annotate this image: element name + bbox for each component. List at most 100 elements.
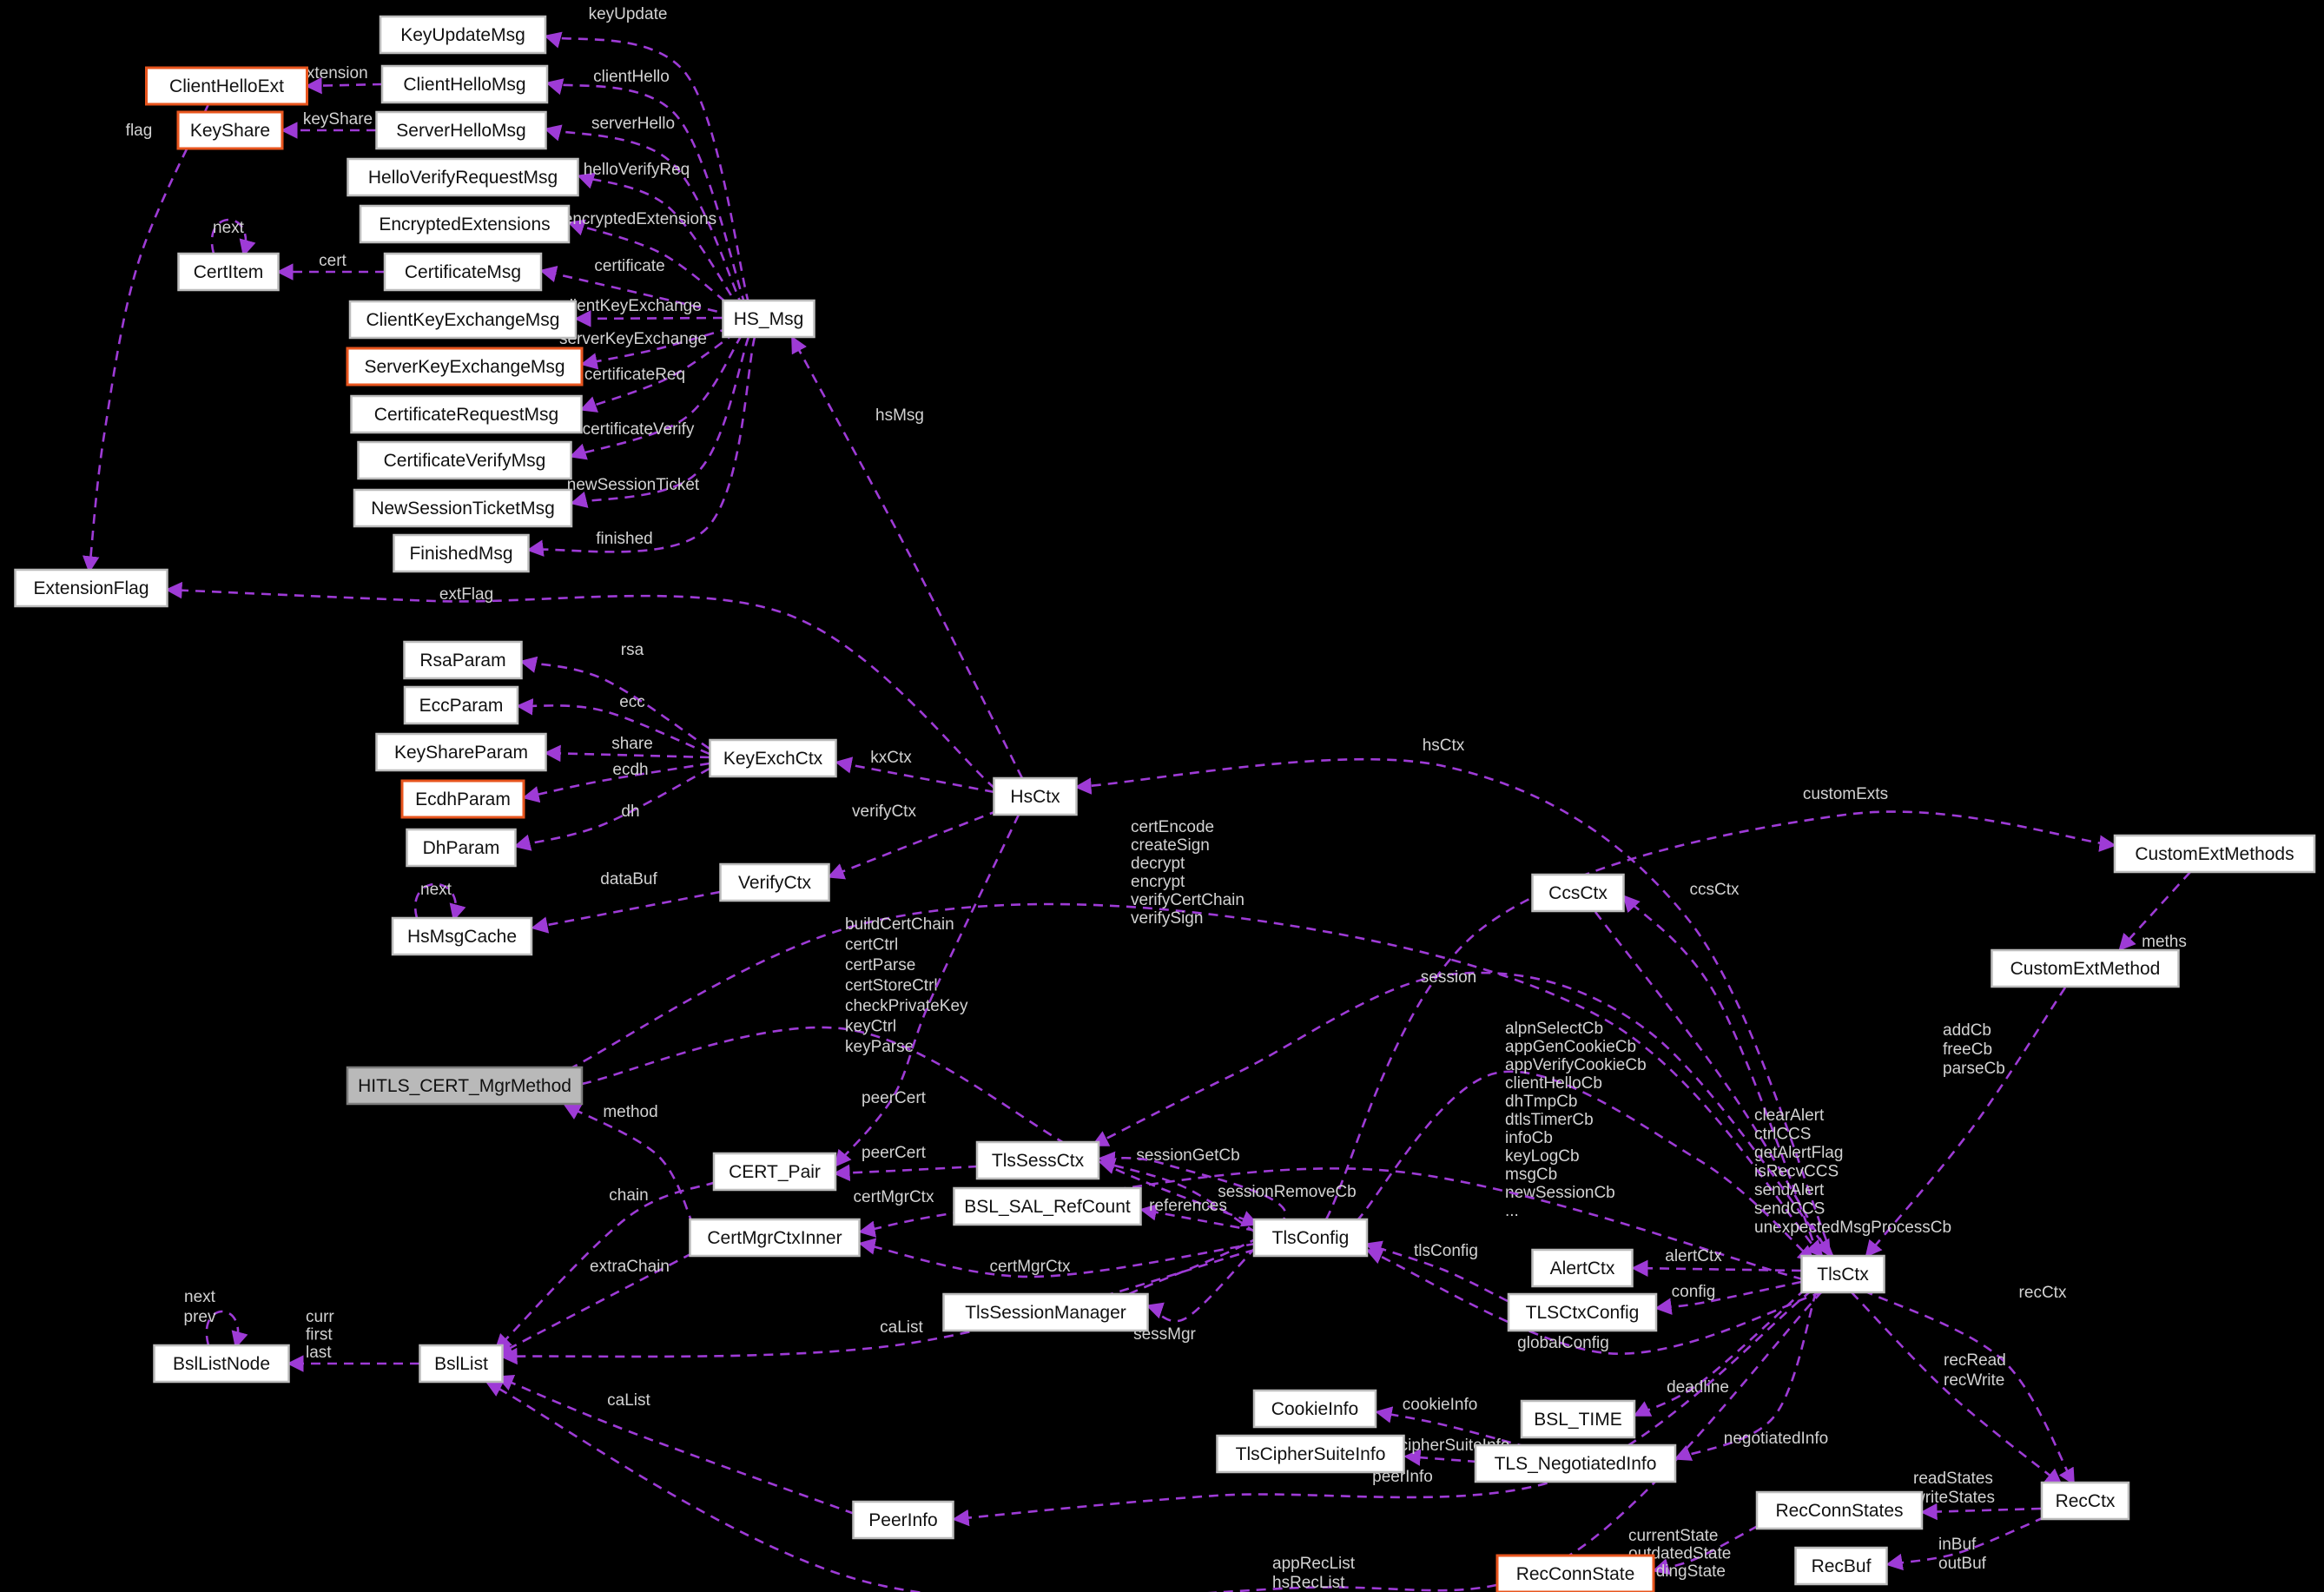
node-RsaParam-box[interactable] <box>403 640 523 680</box>
node-CcsCtx[interactable]: CcsCtx <box>1531 873 1625 913</box>
node-BSL_TIME[interactable]: BSL_TIME <box>1520 1399 1636 1439</box>
node-HelloVerifyRequestMsg[interactable]: HelloVerifyRequestMsg <box>347 157 579 197</box>
node-CertItem[interactable]: CertItem <box>177 252 280 292</box>
node-CcsCtx-box[interactable] <box>1531 873 1625 913</box>
node-HITLS_CERT_MgrMethod-box[interactable] <box>346 1066 584 1106</box>
node-CertificateMsg[interactable]: CertificateMsg <box>383 252 543 292</box>
node-NewSessionTicketMsg[interactable]: NewSessionTicketMsg <box>353 488 573 528</box>
node-RecCtx[interactable]: RecCtx <box>2040 1481 2130 1521</box>
node-CookieInfo-box[interactable] <box>1252 1389 1377 1429</box>
node-KeyUpdateMsg[interactable]: KeyUpdateMsg <box>379 15 547 55</box>
node-KeyShare-box[interactable] <box>176 110 284 150</box>
node-DhParam[interactable]: DhParam <box>406 828 517 868</box>
node-CertificateVerifyMsg[interactable]: CertificateVerifyMsg <box>357 440 572 480</box>
node-ExtensionFlag-box[interactable] <box>14 568 168 608</box>
node-KeyShareParam-box[interactable] <box>375 732 547 772</box>
node-RecBuf[interactable]: RecBuf <box>1794 1546 1888 1586</box>
node-ServerHelloMsg-box[interactable] <box>375 110 547 150</box>
node-TlsSessCtx[interactable]: TlsSessCtx <box>975 1140 1100 1180</box>
node-RecBuf-box[interactable] <box>1794 1546 1888 1586</box>
node-AlertCtx[interactable]: AlertCtx <box>1531 1248 1634 1288</box>
node-ClientHelloExt[interactable]: ClientHelloExt <box>145 66 308 106</box>
node-HelloVerifyRequestMsg-box[interactable] <box>347 157 579 197</box>
node-TlsConfig-box[interactable] <box>1252 1218 1369 1258</box>
node-ServerHelloMsg[interactable]: ServerHelloMsg <box>375 110 547 150</box>
node-ClientHelloExt-box[interactable] <box>145 66 308 106</box>
node-TlsSessionManager-box[interactable] <box>942 1292 1149 1332</box>
node-KeyExchCtx[interactable]: KeyExchCtx <box>709 738 837 778</box>
node-CERT_Pair-box[interactable] <box>712 1152 837 1192</box>
node-TlsCipherSuiteInfo-box[interactable] <box>1216 1434 1405 1474</box>
node-DhParam-box[interactable] <box>406 828 517 868</box>
node-TlsCipherSuiteInfo[interactable]: TlsCipherSuiteInfo <box>1216 1434 1405 1474</box>
node-TlsSessCtx-box[interactable] <box>975 1140 1100 1180</box>
node-ClientKeyExchangeMsg[interactable]: ClientKeyExchangeMsg <box>348 300 578 340</box>
node-ClientHelloMsg[interactable]: ClientHelloMsg <box>380 64 549 104</box>
node-CustomExtMethods-box[interactable] <box>2113 834 2316 874</box>
node-KeyShare[interactable]: KeyShare <box>176 110 284 150</box>
node-CustomExtMethod[interactable]: CustomExtMethod <box>1991 948 2180 988</box>
node-CertItem-box[interactable] <box>177 252 280 292</box>
node-ExtensionFlag[interactable]: ExtensionFlag <box>14 568 168 608</box>
node-TLSCtxConfig-box[interactable] <box>1507 1292 1658 1332</box>
node-TlsSessionManager[interactable]: TlsSessionManager <box>942 1292 1149 1332</box>
node-CertificateRequestMsg-box[interactable] <box>350 394 583 434</box>
node-TlsCtx[interactable]: TlsCtx <box>1800 1254 1885 1294</box>
node-CookieInfo[interactable]: CookieInfo <box>1252 1389 1377 1429</box>
node-HsMsgCache[interactable]: HsMsgCache <box>391 916 533 956</box>
node-FinishedMsg-box[interactable] <box>393 533 530 573</box>
node-VerifyCtx-box[interactable] <box>719 862 830 902</box>
node-EccParam[interactable]: EccParam <box>403 685 519 725</box>
node-BSL_TIME-box[interactable] <box>1520 1399 1636 1439</box>
node-HS_Msg[interactable]: HS_Msg <box>722 299 815 339</box>
node-RecConnState-box[interactable] <box>1495 1554 1655 1592</box>
node-CertificateRequestMsg[interactable]: CertificateRequestMsg <box>350 394 583 434</box>
node-KeyUpdateMsg-box[interactable] <box>379 15 547 55</box>
node-BslListNode-box[interactable] <box>153 1344 290 1384</box>
node-BSL_SAL_RefCount[interactable]: BSL_SAL_RefCount <box>953 1186 1142 1226</box>
node-EncryptedExtensions[interactable]: EncryptedExtensions <box>359 204 571 244</box>
node-CustomExtMethod-box[interactable] <box>1991 948 2180 988</box>
node-ClientKeyExchangeMsg-box[interactable] <box>348 300 578 340</box>
node-NewSessionTicketMsg-box[interactable] <box>353 488 573 528</box>
node-ClientHelloMsg-box[interactable] <box>380 64 549 104</box>
node-HsMsgCache-box[interactable] <box>391 916 533 956</box>
node-FinishedMsg[interactable]: FinishedMsg <box>393 533 530 573</box>
node-VerifyCtx[interactable]: VerifyCtx <box>719 862 830 902</box>
node-CertMgrCtxInner-box[interactable] <box>689 1218 861 1258</box>
node-TlsCtx-box[interactable] <box>1800 1254 1885 1294</box>
node-EcdhParam-box[interactable] <box>400 779 525 819</box>
node-RecConnStates-box[interactable] <box>1755 1490 1924 1530</box>
node-CertificateVerifyMsg-box[interactable] <box>357 440 572 480</box>
node-RecConnStates[interactable]: RecConnStates <box>1755 1490 1924 1530</box>
node-CERT_Pair[interactable]: CERT_Pair <box>712 1152 837 1192</box>
node-HsCtx-box[interactable] <box>993 776 1078 816</box>
node-BslList[interactable]: BslList <box>419 1344 504 1384</box>
node-ServerKeyExchangeMsg[interactable]: ServerKeyExchangeMsg <box>346 347 584 386</box>
node-TlsConfig[interactable]: TlsConfig <box>1252 1218 1369 1258</box>
node-EncryptedExtensions-box[interactable] <box>359 204 571 244</box>
node-CustomExtMethods[interactable]: CustomExtMethods <box>2113 834 2316 874</box>
node-RecConnState[interactable]: RecConnState <box>1495 1554 1655 1592</box>
node-BSL_SAL_RefCount-box[interactable] <box>953 1186 1142 1226</box>
node-HS_Msg-box[interactable] <box>722 299 815 339</box>
node-TLSCtxConfig[interactable]: TLSCtxConfig <box>1507 1292 1658 1332</box>
node-ServerKeyExchangeMsg-box[interactable] <box>346 347 584 386</box>
node-KeyExchCtx-box[interactable] <box>709 738 837 778</box>
node-CertificateMsg-box[interactable] <box>383 252 543 292</box>
node-EcdhParam[interactable]: EcdhParam <box>400 779 525 819</box>
node-RecCtx-box[interactable] <box>2040 1481 2130 1521</box>
node-CertMgrCtxInner[interactable]: CertMgrCtxInner <box>689 1218 861 1258</box>
node-BslListNode[interactable]: BslListNode <box>153 1344 290 1384</box>
node-EccParam-box[interactable] <box>403 685 519 725</box>
node-HsCtx[interactable]: HsCtx <box>993 776 1078 816</box>
node-PeerInfo[interactable]: PeerInfo <box>852 1500 954 1540</box>
node-KeyShareParam[interactable]: KeyShareParam <box>375 732 547 772</box>
node-BslList-box[interactable] <box>419 1344 504 1384</box>
node-TLS_NegotiatedInfo[interactable]: TLS_NegotiatedInfo <box>1474 1443 1677 1483</box>
node-AlertCtx-box[interactable] <box>1531 1248 1634 1288</box>
node-HITLS_CERT_MgrMethod[interactable]: HITLS_CERT_MgrMethod <box>346 1066 584 1106</box>
node-TLS_NegotiatedInfo-box[interactable] <box>1474 1443 1677 1483</box>
node-RsaParam[interactable]: RsaParam <box>403 640 523 680</box>
node-PeerInfo-box[interactable] <box>852 1500 954 1540</box>
